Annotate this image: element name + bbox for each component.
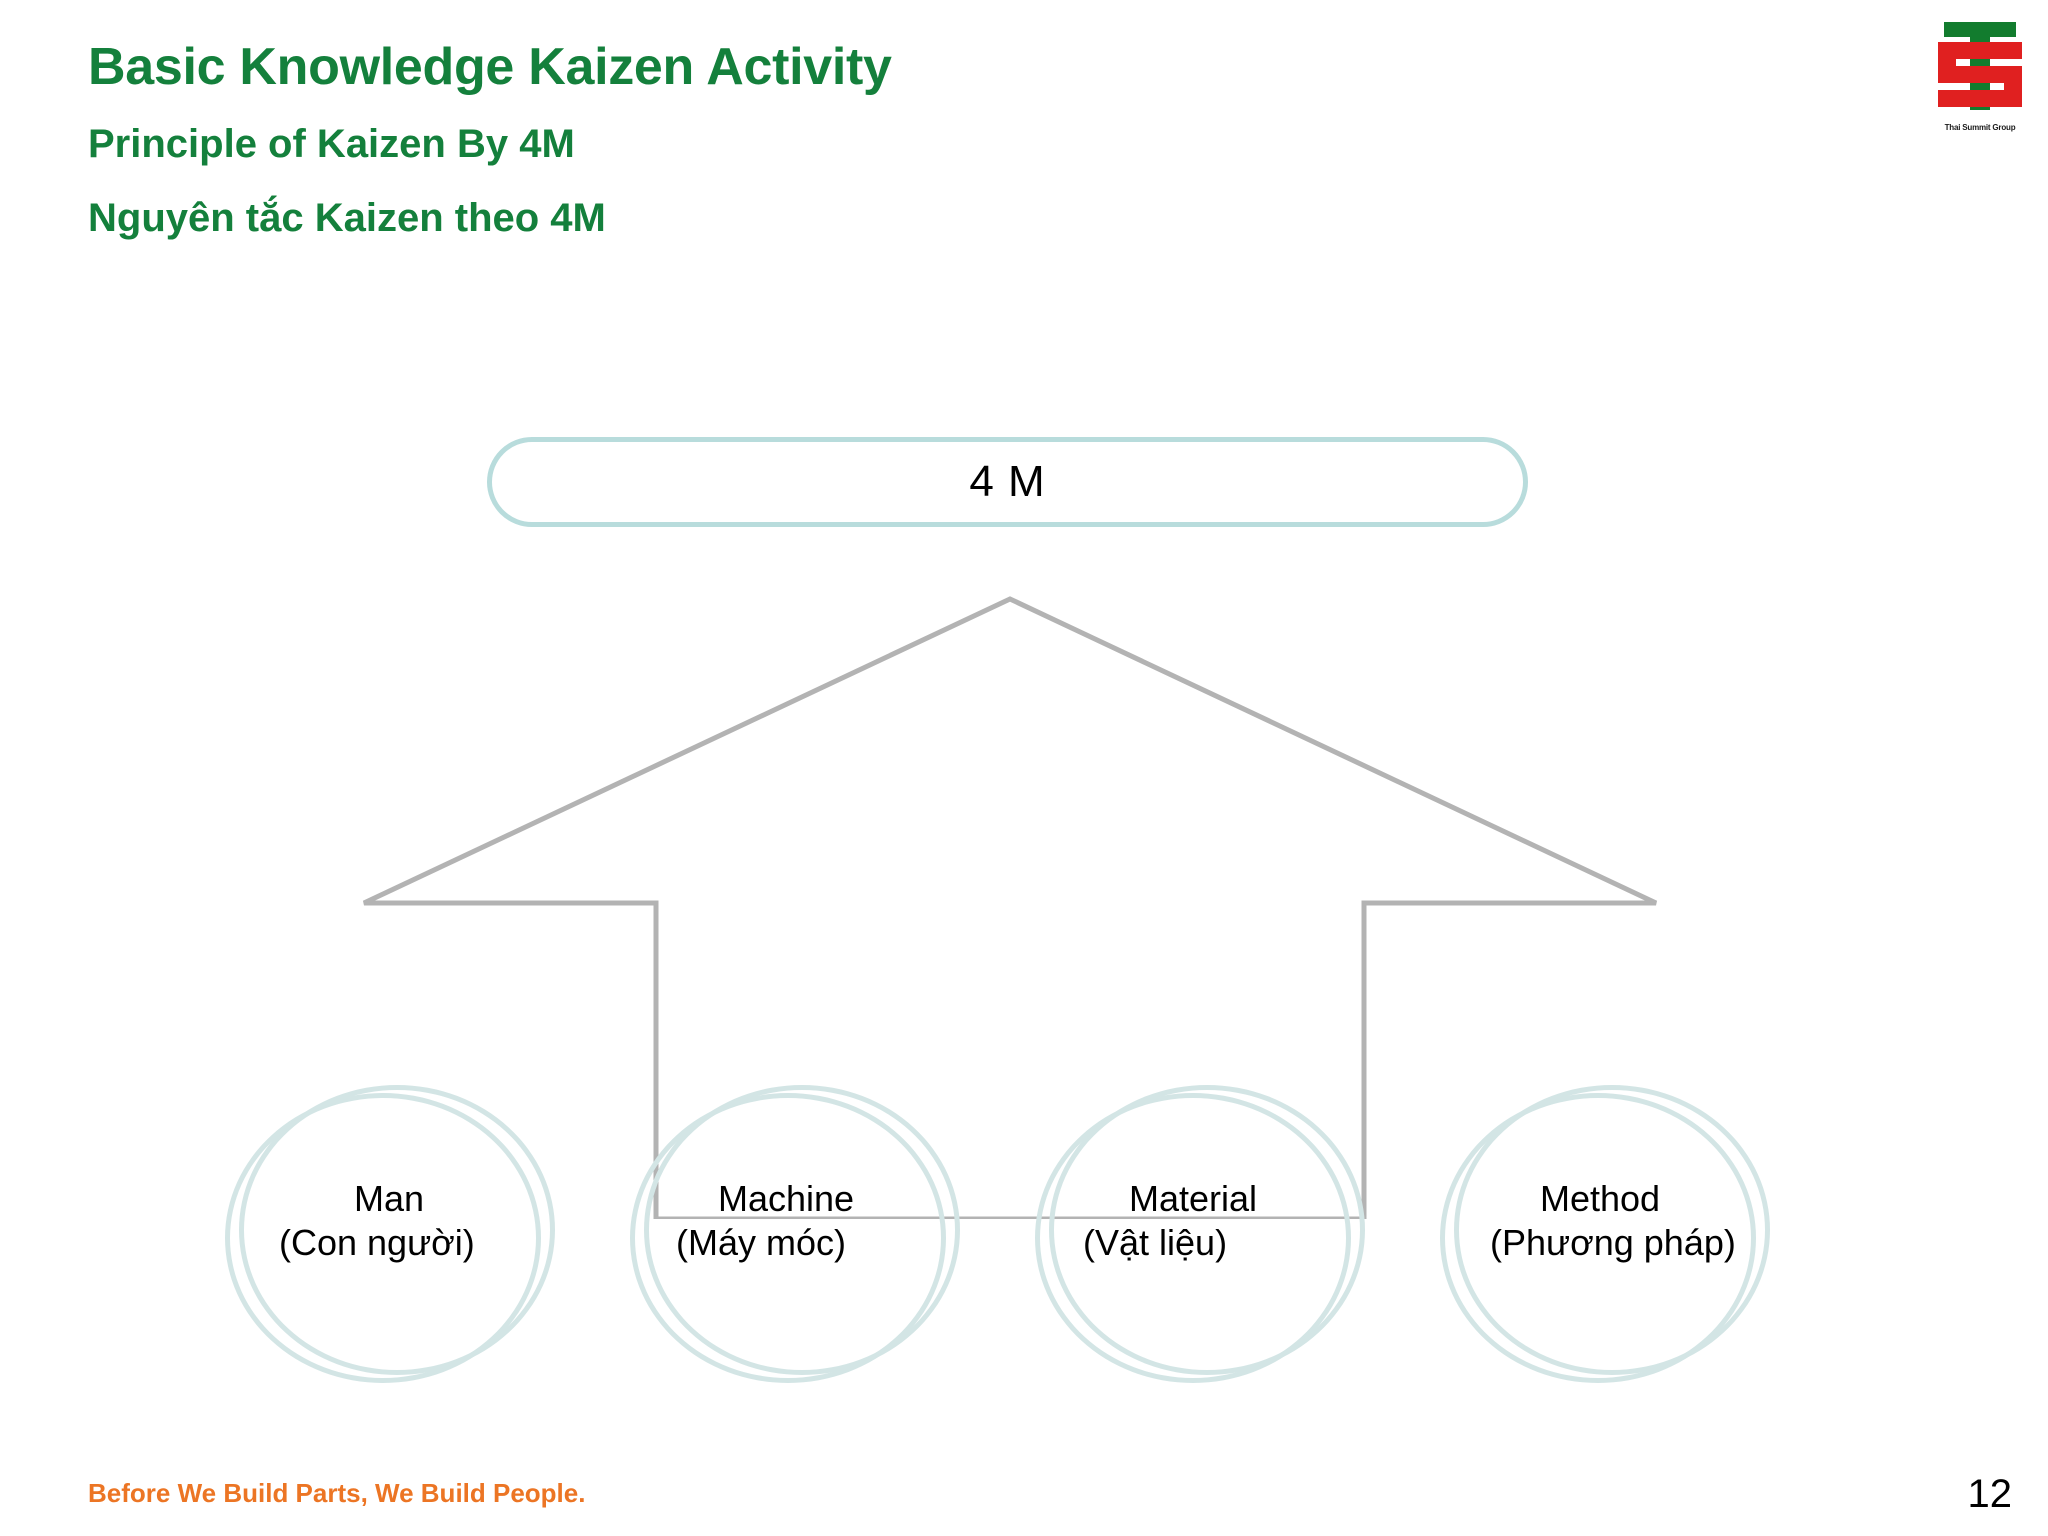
node-label-vi: (Phương pháp)	[1490, 1221, 1736, 1263]
header-box-label: 4 M	[969, 457, 1046, 506]
logo: Thai Summit Group	[1924, 14, 2036, 134]
up-arrow-icon	[362, 596, 1658, 1222]
node-label-method: Method (Phương pháp)	[1454, 1177, 1746, 1265]
node-inner-ellipse	[644, 1085, 960, 1375]
node-label-en: Method	[1539, 1178, 1661, 1219]
page-number: 12	[1967, 1472, 2013, 1516]
node-machine[interactable]: Machine (Máy móc)	[630, 1085, 960, 1385]
node-inner-ellipse	[1049, 1085, 1365, 1375]
heading-block: Basic Knowledge Kaizen Activity Principl…	[88, 40, 1788, 239]
up-arrow-shape	[360, 585, 1660, 1222]
node-label-material: Material (Vật liệu)	[1047, 1177, 1339, 1265]
thai-summit-group-logo-icon	[1938, 22, 2022, 110]
node-label-man: Man (Con người)	[243, 1177, 535, 1265]
node-inner-ellipse	[1454, 1085, 1770, 1375]
header-box-4m: 4 M	[487, 437, 1528, 527]
node-inner-ellipse	[239, 1085, 555, 1375]
node-label-en: Machine	[717, 1178, 855, 1219]
footer-tagline: Before We Build Parts, We Build People.	[88, 1478, 586, 1508]
subtitle-english: Principle of Kaizen By 4M	[88, 121, 575, 166]
node-method[interactable]: Method (Phương pháp)	[1440, 1085, 1770, 1385]
node-man[interactable]: Man (Con người)	[225, 1085, 555, 1385]
node-label-vi: (Máy móc)	[676, 1221, 846, 1263]
node-label-vi: (Con người)	[279, 1221, 475, 1263]
node-label-machine: Machine (Máy móc)	[640, 1177, 932, 1265]
logo-caption: Thai Summit Group	[1944, 123, 2016, 132]
node-label-en: Man	[353, 1178, 425, 1219]
node-label-vi: (Vật liệu)	[1083, 1221, 1228, 1263]
node-label-en: Material	[1128, 1178, 1258, 1219]
page-title: Basic Knowledge Kaizen Activity	[88, 38, 892, 96]
subtitle-vietnamese: Nguyên tắc Kaizen theo 4M	[88, 195, 606, 240]
m-nodes-row: Man (Con người) Machine (Máy móc) Materi…	[0, 1085, 2048, 1425]
node-material[interactable]: Material (Vật liệu)	[1035, 1085, 1365, 1385]
